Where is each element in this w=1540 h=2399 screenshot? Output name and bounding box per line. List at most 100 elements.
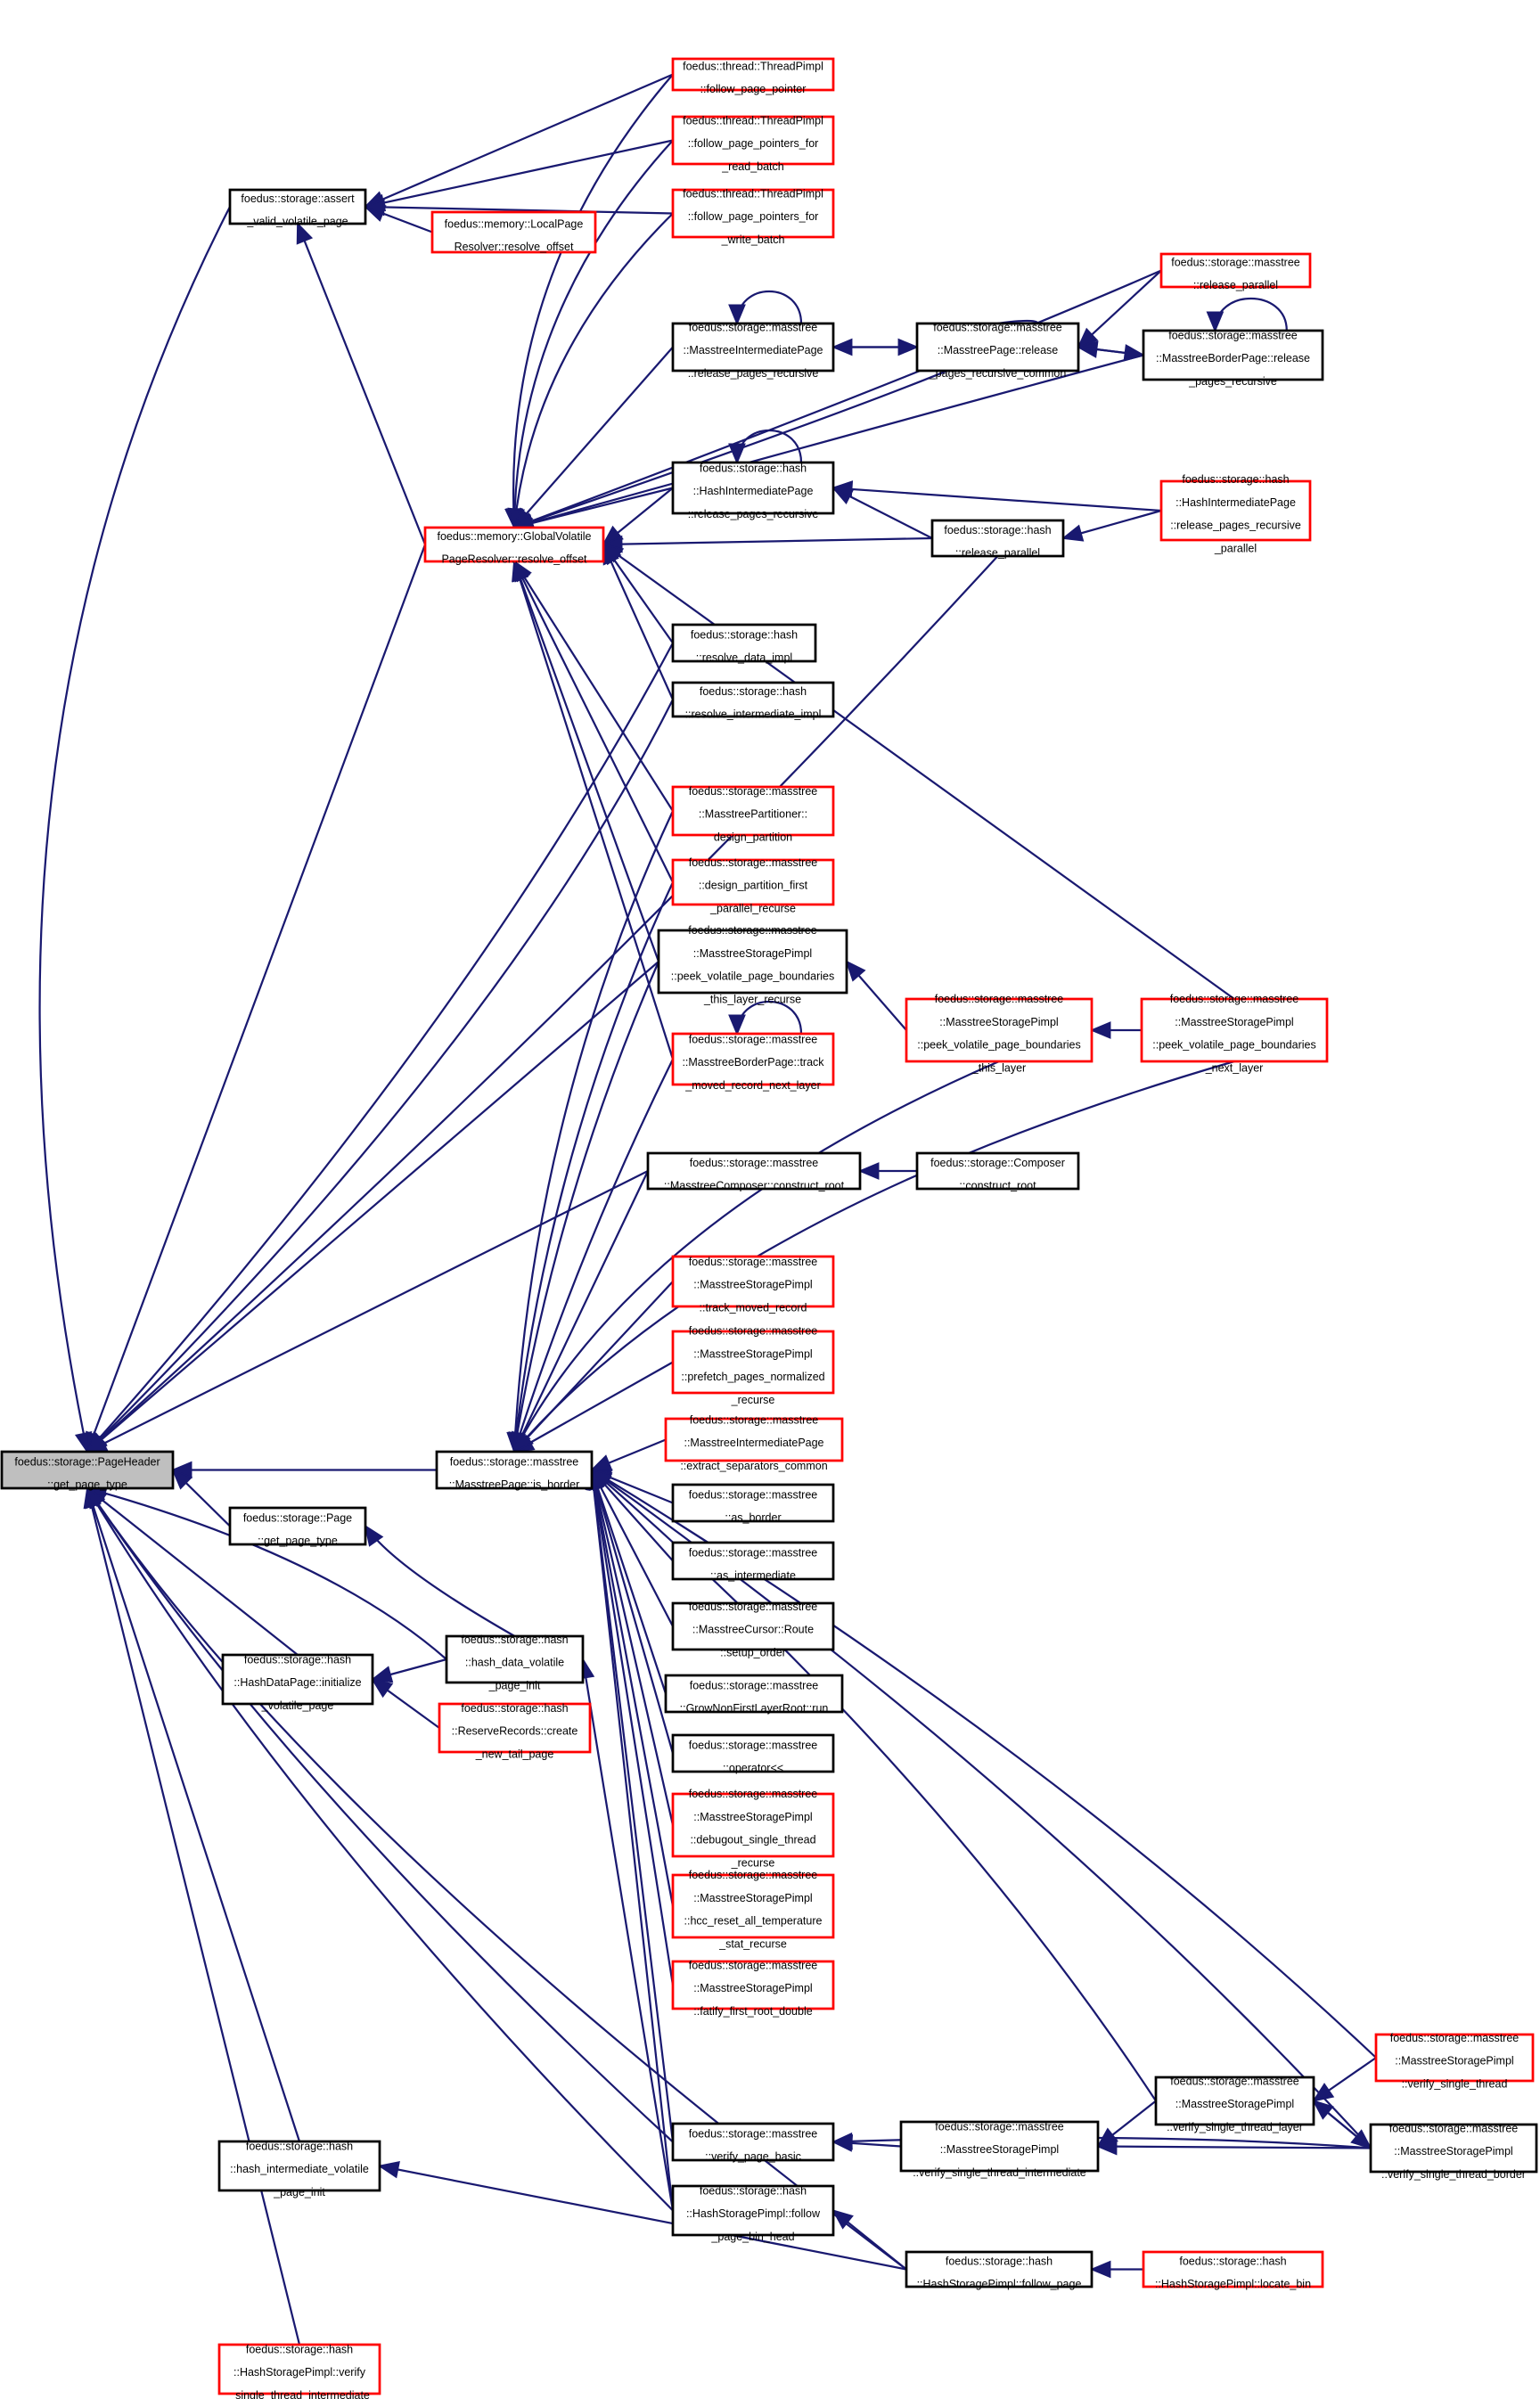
call-edge-hdvpi-to-pgpt <box>364 1524 516 1637</box>
node-pvpbtl[interactable]: foedus::storage::masstree::MasstreeStora… <box>905 993 1094 1074</box>
node-label-line: ::fatify_first_root_double <box>693 2005 812 2018</box>
node-label-line: ::MasstreeStoragePimpl <box>693 947 812 960</box>
node-mvst[interactable]: foedus::storage::masstree::MasstreeStora… <box>1374 2032 1535 2090</box>
edge-line <box>602 536 933 546</box>
node-label-line: foedus::storage::masstree <box>689 1488 818 1501</box>
node-label-line: ::release_parallel <box>955 547 1040 560</box>
node-pvpbtlr[interactable]: foedus::storage::masstree::MasstreeStora… <box>657 924 848 1005</box>
node-rrcntp[interactable]: foedus::storage::hash::ReserveRecords::c… <box>438 1702 592 1760</box>
call-edge-rii-to-gvpr <box>602 542 675 700</box>
node-mbptm[interactable]: foedus::storage::masstree::MasstreeBorde… <box>671 1032 835 1092</box>
node-label-line: ::hash_intermediate_volatile <box>230 2163 369 2175</box>
node-vstb[interactable]: foedus::storage::masstree::MasstreeStora… <box>1369 2122 1538 2181</box>
call-edge-vstl-to-vsti <box>1096 2100 1157 2148</box>
node-label-line: foedus::storage::hash <box>1182 473 1289 486</box>
node-label-line: _next_layer <box>1205 1061 1264 1074</box>
node-vpb[interactable]: foedus::storage::masstree::verify_page_b… <box>671 2122 835 2163</box>
node-label-line: foedus::storage::Page <box>243 1511 352 1524</box>
node-asi[interactable]: foedus::storage::masstree::as_intermedia… <box>671 1541 835 1582</box>
node-hdvpi[interactable]: foedus::storage::hash::hash_data_volatil… <box>445 1633 585 1691</box>
node-label-line: _write_batch <box>721 233 785 246</box>
node-root[interactable]: foedus::storage::PageHeader::get_page_ty… <box>0 1450 175 1491</box>
call-edge-mrp-to-mpprc <box>1077 269 1162 349</box>
node-mcrso[interactable]: foedus::storage::masstree::MasstreeCurso… <box>671 1601 835 1658</box>
node-tmr[interactable]: foedus::storage::masstree::MasstreeStora… <box>671 1255 835 1314</box>
node-mrp[interactable]: foedus::storage::masstree::release_paral… <box>1159 252 1312 291</box>
call-edge-hiprr-to-gvpr <box>512 487 674 532</box>
node-hivpi[interactable]: foedus::storage::hash::hash_intermediate… <box>217 2140 381 2198</box>
node-dpfpr[interactable]: foedus::storage::masstree::design_partit… <box>671 856 835 914</box>
node-hratsr[interactable]: foedus::storage::masstree::MasstreeStora… <box>671 1869 835 1950</box>
node-label-line: foedus::storage::masstree <box>450 1455 579 1468</box>
node-vsti[interactable]: foedus::storage::masstree::MasstreeStora… <box>899 2120 1100 2179</box>
edge-line <box>512 961 660 1453</box>
node-hdpi[interactable]: foedus::storage::hash::HashDataPage::ini… <box>221 1653 374 1712</box>
edge-line <box>365 139 674 209</box>
node-hspfpbh[interactable]: foedus::storage::hash::HashStoragePimpl:… <box>671 2184 835 2243</box>
node-rdi[interactable]: foedus::storage::hash::resolve_data_impl <box>671 623 817 664</box>
node-hsplb[interactable]: foedus::storage::hash::HashStoragePimpl:… <box>1142 2250 1324 2290</box>
node-box <box>671 681 835 718</box>
node-ffrd[interactable]: foedus::storage::masstree::MasstreeStora… <box>671 1959 835 2018</box>
node-box <box>657 929 848 995</box>
node-esc[interactable]: foedus::storage::masstree::MasstreeInter… <box>664 1413 844 1472</box>
call-edge-mbptm-to-gvpr <box>512 559 675 1060</box>
node-gvpr[interactable]: foedus::memory::GlobalVolatilePageResolv… <box>423 526 605 566</box>
call-edge-tp1-to-gvpr <box>504 73 674 530</box>
node-tp3[interactable]: foedus::thread::ThreadPimpl::follow_page… <box>671 187 835 246</box>
node-mpdp[interactable]: foedus::storage::masstree::MasstreeParti… <box>671 785 835 843</box>
edge-line <box>365 205 674 215</box>
edge-line <box>513 1361 674 1453</box>
node-box <box>1142 2250 1324 2288</box>
node-label-line: foedus::memory::LocalPage <box>445 217 584 230</box>
node-mpprc[interactable]: foedus::storage::masstree::MasstreePage:… <box>915 321 1080 380</box>
node-label-line: foedus::storage::masstree <box>689 2127 818 2140</box>
node-dstr[interactable]: foedus::storage::masstree::MasstreeStora… <box>671 1788 835 1869</box>
node-label-line: _parallel_recurse <box>709 902 796 914</box>
node-box <box>1159 252 1312 289</box>
arrowhead <box>1350 2129 1372 2149</box>
node-label-line: foedus::storage::masstree <box>689 321 818 333</box>
node-label-line: foedus::storage::masstree <box>1170 2075 1299 2087</box>
node-label-line: foedus::storage::PageHeader <box>14 1455 160 1468</box>
node-localres[interactable]: foedus::memory::LocalPageResolver::resol… <box>430 210 597 254</box>
node-tp2[interactable]: foedus::thread::ThreadPimpl::follow_page… <box>671 114 835 173</box>
node-rii[interactable]: foedus::storage::hash::resolve_intermedi… <box>671 681 835 721</box>
node-label-line: ::MasstreeStoragePimpl <box>693 1347 812 1360</box>
node-hrp[interactable]: foedus::storage::hash::release_parallel <box>930 519 1065 560</box>
node-tp1[interactable]: foedus::thread::ThreadPimpl::follow_page… <box>671 57 835 95</box>
node-asb[interactable]: foedus::storage::masstree::as_border <box>671 1483 835 1524</box>
call-edge-rii-to-root <box>86 699 674 1453</box>
node-gnflr[interactable]: foedus::storage::masstree::GrowNonFirstL… <box>664 1674 844 1715</box>
node-isb[interactable]: foedus::storage::masstree::MasstreePage:… <box>435 1450 594 1491</box>
node-box <box>430 210 597 254</box>
edge-line <box>832 487 1162 512</box>
node-label-line: foedus::storage::masstree <box>1389 2122 1519 2134</box>
node-hsvsti[interactable]: foedus::storage::hash::HashStoragePimpl:… <box>217 2343 381 2399</box>
node-miprr[interactable]: foedus::storage::masstree::MasstreeInter… <box>671 321 835 380</box>
node-ccr[interactable]: foedus::storage::Composer::construct_roo… <box>915 1151 1080 1192</box>
node-hiprr[interactable]: foedus::storage::hash::HashIntermediateP… <box>671 461 835 520</box>
node-label-line: ::GrowNonFirstLayerRoot::run <box>680 1702 829 1715</box>
node-opl[interactable]: foedus::storage::masstree::operator<< <box>671 1733 835 1774</box>
node-mccr[interactable]: foedus::storage::masstree::MasstreeCompo… <box>646 1151 862 1192</box>
node-box <box>671 57 835 92</box>
node-box <box>0 1450 175 1490</box>
edge-line <box>513 1060 1000 1453</box>
node-pgpt[interactable]: foedus::storage::Page::get_page_type <box>228 1506 367 1547</box>
node-vstl[interactable]: foedus::storage::masstree::MasstreeStora… <box>1154 2075 1315 2133</box>
node-label-line: ::HashStoragePimpl::locate_bin <box>1155 2278 1311 2290</box>
node-pvpbnl[interactable]: foedus::storage::masstree::MasstreeStora… <box>1140 993 1329 1074</box>
node-hspfp[interactable]: foedus::storage::hash::HashStoragePimpl:… <box>905 2250 1094 2290</box>
node-label-line: foedus::storage::hash <box>461 1702 568 1715</box>
arrowhead <box>371 1678 394 1699</box>
node-mbprr[interactable]: foedus::storage::masstree::MasstreeBorde… <box>1142 329 1324 388</box>
node-box <box>671 1255 835 1308</box>
node-box <box>664 1417 844 1462</box>
node-label-line: _new_tail_page <box>475 1748 554 1760</box>
node-ppnr[interactable]: foedus::storage::masstree::MasstreeStora… <box>671 1325 835 1406</box>
node-label-line: _recurse <box>731 1394 775 1406</box>
node-assert[interactable]: foedus::storage::assert_valid_volatile_p… <box>228 188 367 228</box>
node-hiprrp[interactable]: foedus::storage::hash::HashIntermediateP… <box>1159 473 1312 554</box>
edge-line <box>296 223 427 545</box>
